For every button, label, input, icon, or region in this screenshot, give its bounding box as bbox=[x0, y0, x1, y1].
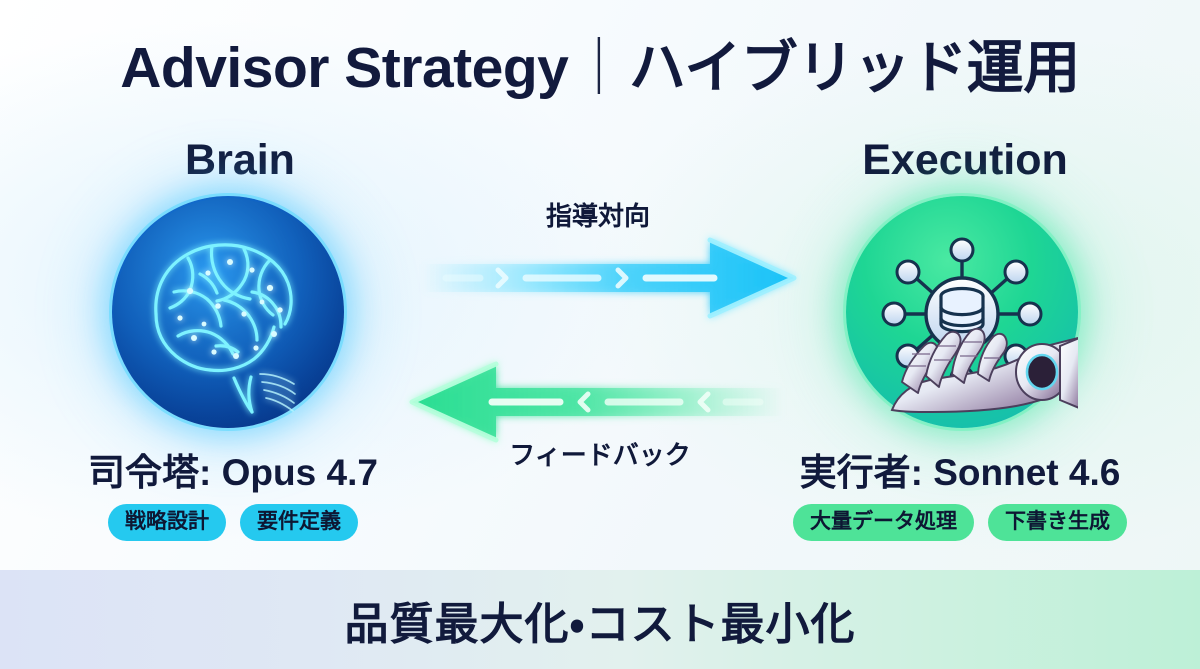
execution-node-circle bbox=[846, 196, 1078, 428]
arrow-left-icon bbox=[409, 361, 784, 443]
arrow-label-feedback: フィードバック bbox=[509, 440, 691, 470]
arrow-label-guidance: 指導対向 bbox=[545, 201, 650, 231]
neural-brain-icon bbox=[114, 198, 342, 426]
arrow-feedback bbox=[408, 352, 788, 452]
title-separator: ｜ bbox=[570, 36, 627, 100]
brain-node-circle bbox=[112, 196, 344, 428]
role-caption-executor: 実行者: Sonnet 4.6 bbox=[799, 452, 1121, 493]
title-subtitle: ハイブリッド運用 bbox=[628, 36, 1080, 100]
badge-draft-generation: 下書き生成 bbox=[988, 504, 1127, 542]
footer-banner: 品質最大化・コスト最小化 bbox=[0, 570, 1200, 669]
badge-strategy-design: 戦略設計 bbox=[108, 504, 226, 542]
database-network-robot-hand-icon bbox=[881, 237, 1078, 414]
badge-requirements-definition: 要件定義 bbox=[240, 504, 358, 542]
role-caption-commander: 司令塔: Opus 4.7 bbox=[88, 452, 378, 493]
column-heading-brain: Brain bbox=[185, 136, 295, 184]
footer-text: 品質最大化・コスト最小化 bbox=[344, 599, 856, 649]
column-heading-execution: Execution bbox=[862, 136, 1068, 184]
robot-hand-icon bbox=[890, 327, 1078, 414]
arrow-guidance bbox=[418, 228, 798, 328]
badge-row-brain: 戦略設計 要件定義 bbox=[48, 504, 418, 542]
badge-row-execution: 大量データ処理 下書き生成 bbox=[745, 504, 1175, 542]
page-title: Advisor Strategy｜ハイブリッド運用 bbox=[0, 22, 1200, 104]
arrow-right-icon bbox=[422, 237, 797, 319]
title-main: Advisor Strategy bbox=[120, 36, 569, 100]
badge-bulk-data-processing: 大量データ処理 bbox=[793, 504, 974, 542]
